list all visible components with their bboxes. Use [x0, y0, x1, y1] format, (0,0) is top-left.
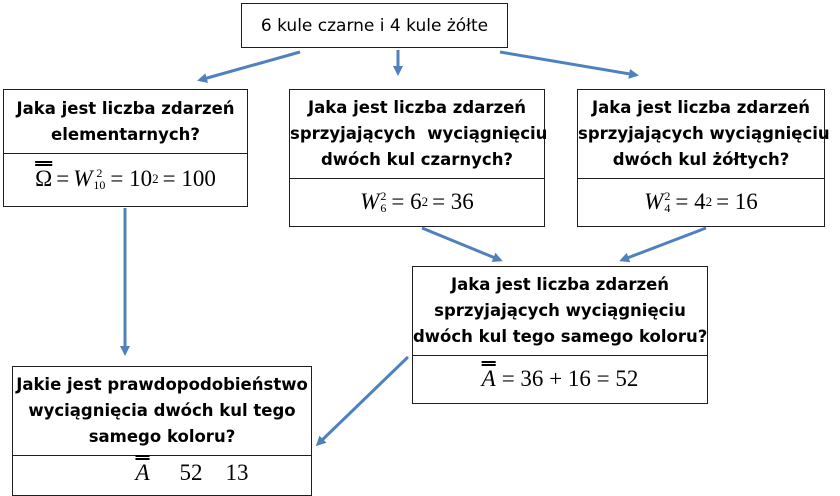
box-probability-formula: A 52 13: [13, 454, 311, 495]
question-line: elementarnych?: [51, 124, 200, 144]
variation-sub: 10: [93, 178, 106, 192]
question-line: sprzyjających wyciągnięciu: [434, 301, 686, 320]
box-probability-question: Jakie jest prawdopodobieństwo wyciągnięc…: [13, 367, 311, 456]
formula-fraction: 52 13: [179, 460, 249, 485]
question-line: Jakie jest prawdopodobieństwo: [16, 375, 308, 394]
box-probability: Jakie jest prawdopodobieństwo wyciągnięc…: [12, 366, 312, 496]
event-a-symbol: A: [135, 460, 150, 485]
variation-indices: 2 6: [380, 190, 386, 214]
variation-symbol: W: [644, 188, 664, 214]
box-elementary-events-formula: Ω = W 2 10 = 10 2 = 100: [35, 166, 216, 192]
formula-power-sup: 2: [705, 193, 713, 209]
formula-power: = 6: [391, 188, 422, 214]
box-same-color: Jaka jest liczba zdarzeń sprzyjających w…: [412, 266, 708, 404]
question-line: samego koloru?: [88, 427, 236, 446]
variation-indices: 2 4: [664, 190, 670, 214]
formula-power-sup: 2: [421, 193, 429, 209]
variation-indices: 2 10: [93, 167, 105, 191]
question-line: dwóch kul czarnych?: [320, 150, 514, 169]
box-same-color-formula: A = 36 + 16 = 52: [413, 354, 707, 403]
question-line: Jaka jest liczba zdarzeń: [450, 275, 670, 294]
formula-power-sup: 2: [152, 171, 159, 186]
question-line: sprzyjających wyciągnięciu: [290, 124, 548, 143]
question-line: sprzyjających wyciągnięciu: [578, 124, 830, 143]
formula-power: = 4: [675, 188, 706, 214]
formula-result: = 16: [716, 188, 758, 214]
variation-sub: 6: [380, 200, 387, 215]
box-same-color-question: Jaka jest liczba zdarzeń sprzyjających w…: [413, 267, 707, 356]
variation-sup: 2: [380, 188, 387, 203]
event-a-symbol: A: [481, 365, 496, 391]
variation-sub: 4: [664, 200, 671, 215]
box-elementary-events: Jaka jest liczba zdarzeń elementarnych? …: [3, 89, 248, 207]
formula-power: = 10: [110, 166, 153, 191]
arrow-black-to-same: [421, 226, 503, 262]
box-black-balls-question: Jaka jest liczba zdarzeń sprzyjających w…: [290, 90, 548, 179]
variation-symbol: W: [73, 166, 93, 191]
arrow-top-to-omega: [197, 50, 301, 83]
formula-result: = 36 + 16 = 52: [501, 365, 639, 391]
question-line: dwóch kul tego samego koloru?: [413, 327, 708, 346]
arrows-layer: [120, 50, 707, 447]
box-black-balls-formula: W 2 6 = 6 2 = 36: [290, 177, 544, 226]
arrow-same-to-prob: [315, 355, 410, 447]
box-yellow-balls-question: Jaka jest liczba zdarzeń sprzyjających w…: [578, 90, 830, 179]
formula-result: = 100: [162, 166, 216, 191]
box-elementary-events-question: Jaka jest liczba zdarzeń elementarnych?: [4, 90, 247, 154]
variation-sup: 2: [664, 188, 671, 203]
arrow-yellow-to-same: [619, 226, 707, 263]
top-text: 6 kule czarne i 4 kule żółte: [260, 15, 489, 36]
box-yellow-balls: Jaka jest liczba zdarzeń sprzyjających w…: [577, 89, 830, 227]
top-box: 6 kule czarne i 4 kule żółte: [241, 3, 508, 48]
question-line: Jaka jest liczba zdarzeń: [591, 98, 811, 117]
question-line: wyciągnięcia dwóch kul tego: [28, 401, 296, 420]
variation-sup: 2: [96, 166, 103, 180]
omega-symbol: Ω: [35, 166, 53, 191]
question-line: dwóch kul żółtych?: [612, 150, 790, 169]
box-yellow-balls-formula: W 2 4 = 4 2 = 16: [578, 177, 824, 226]
question-line: Jaka jest liczba zdarzeń: [16, 98, 235, 118]
variation-symbol: W: [360, 188, 380, 214]
box-black-balls: Jaka jest liczba zdarzeń sprzyjających w…: [289, 89, 548, 227]
arrow-top-to-yellow: [499, 50, 639, 79]
question-line: Jaka jest liczba zdarzeń: [307, 98, 527, 117]
formula-result: = 36: [432, 188, 474, 214]
